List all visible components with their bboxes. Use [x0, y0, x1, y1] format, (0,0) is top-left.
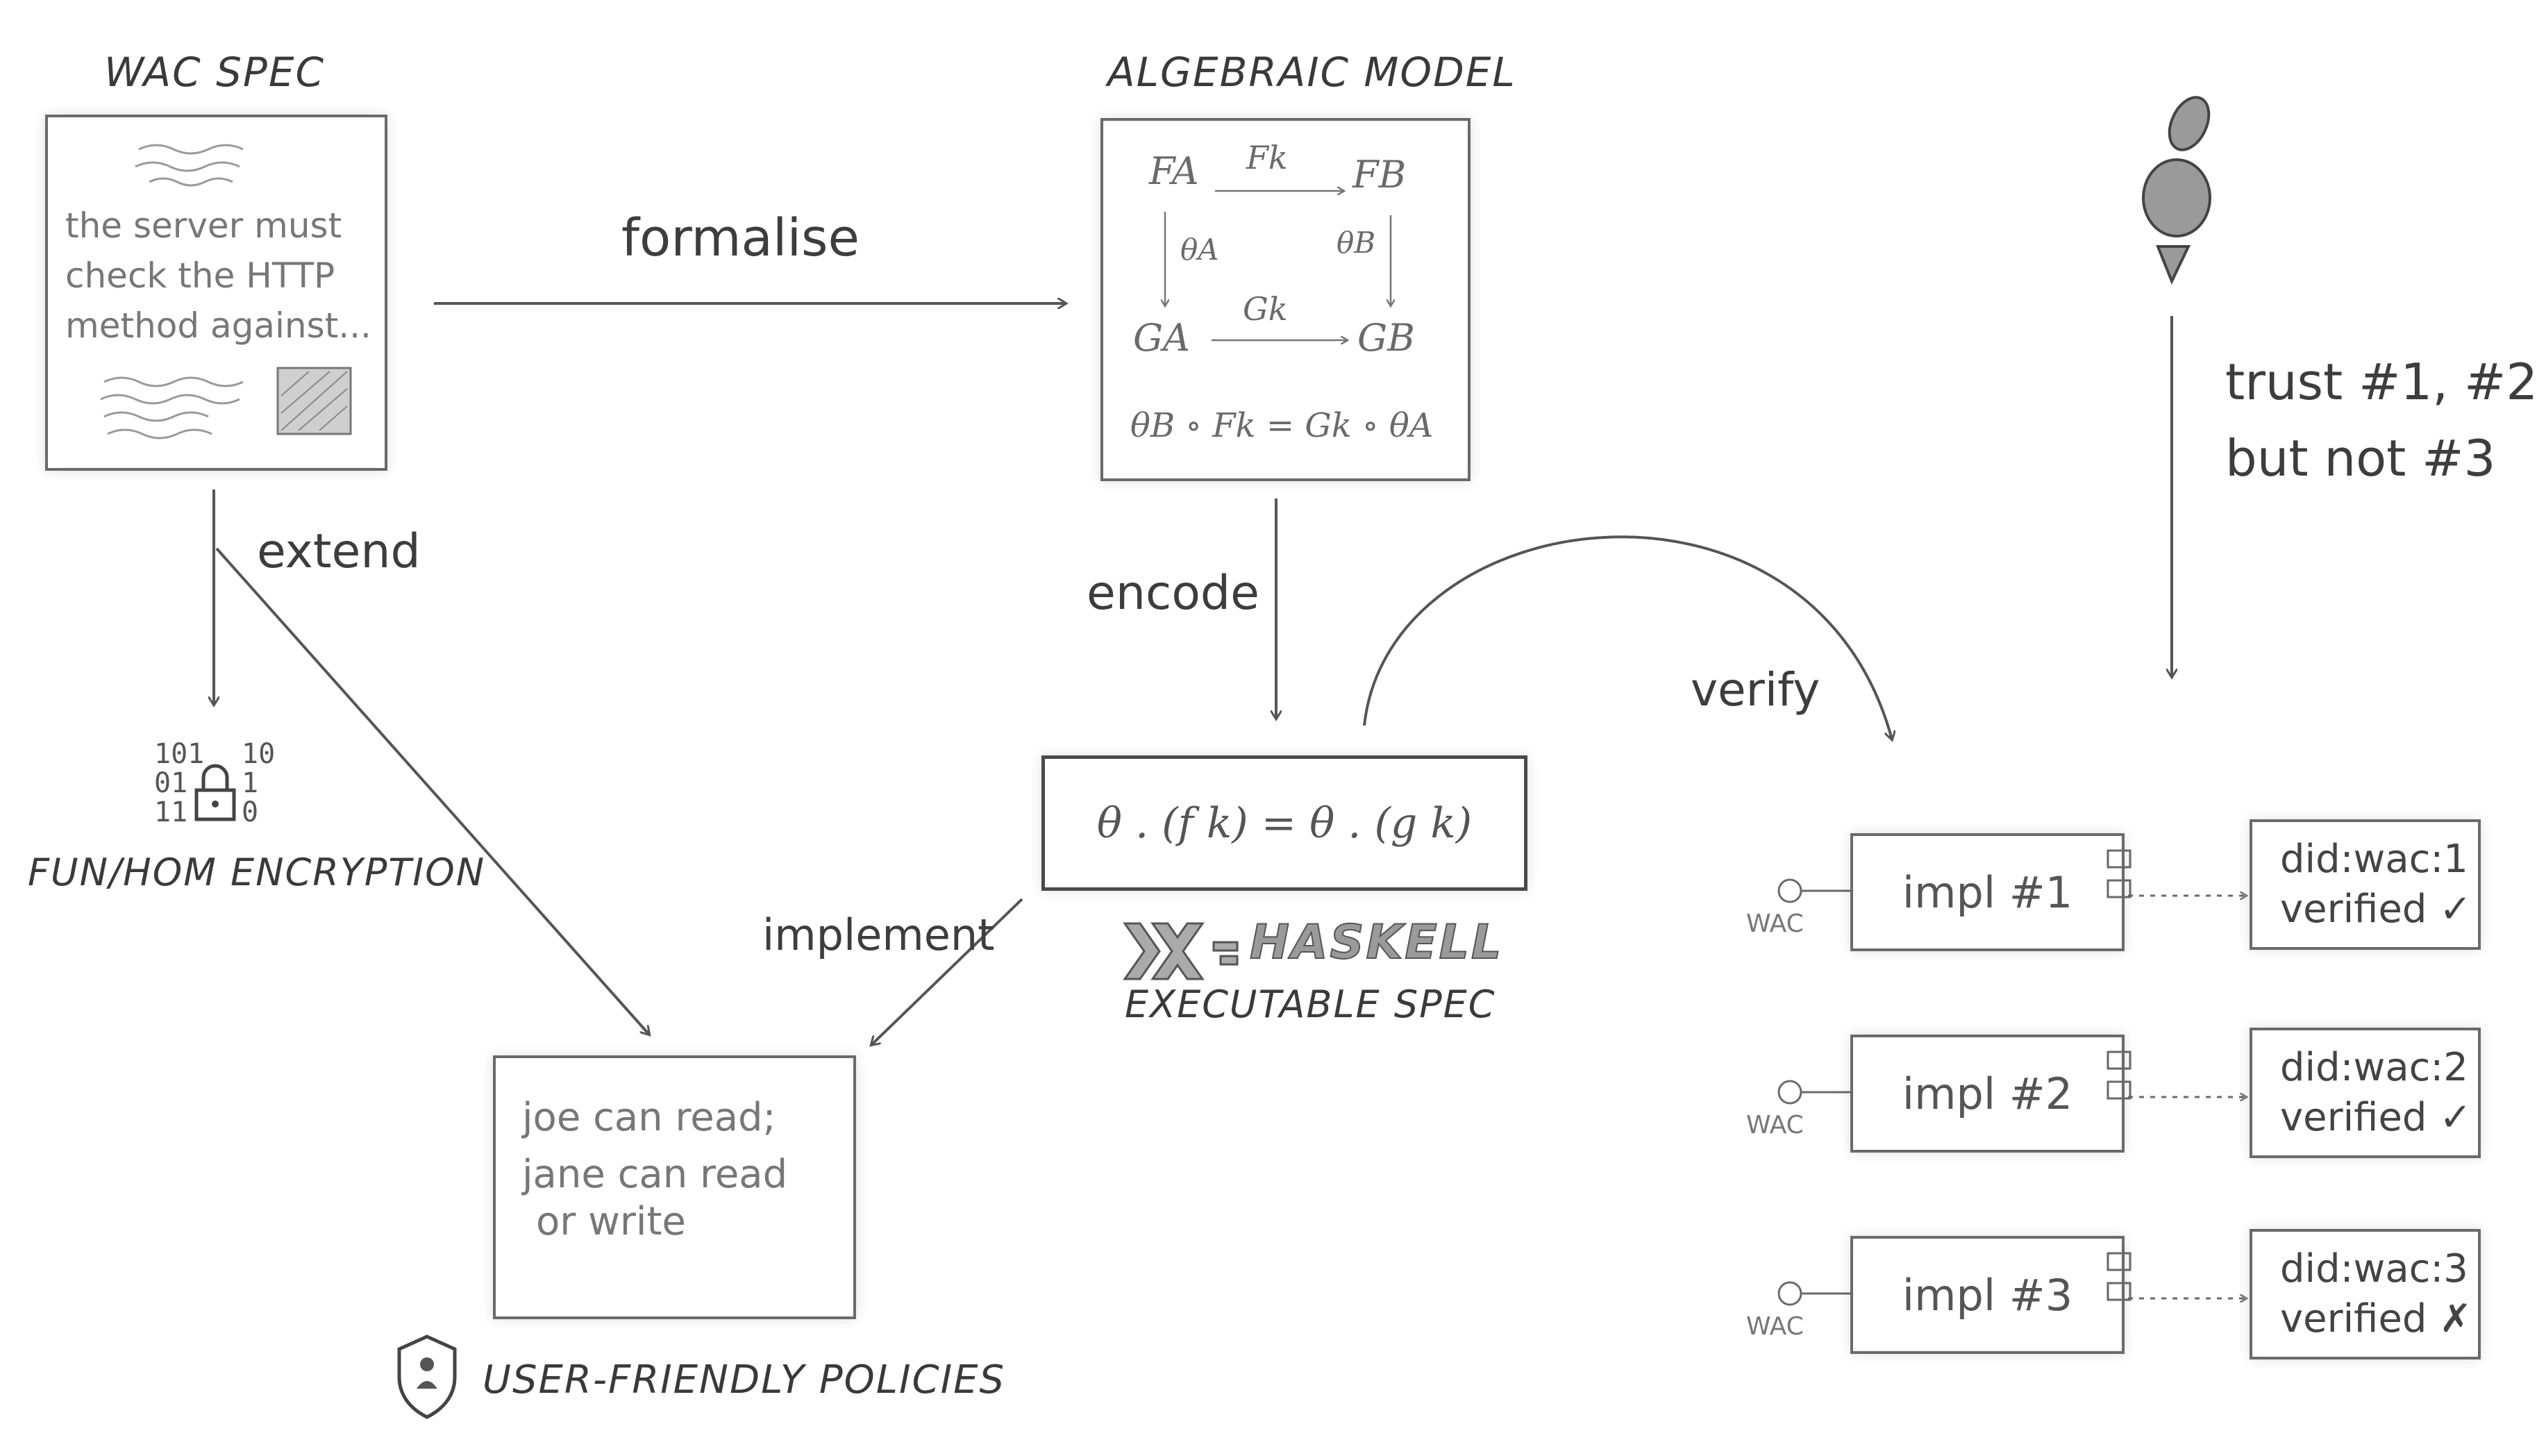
- node-ga: GA: [1133, 316, 1191, 360]
- arrow-label-theta-a: θA: [1180, 233, 1219, 267]
- verification-status: verified ✓: [2280, 1095, 2472, 1140]
- extend-diagonal-arrow: [215, 547, 649, 1035]
- impl-3-graphics: [1777, 1252, 2246, 1306]
- impl-3-box: impl #3: [1850, 1236, 2125, 1354]
- bits-row: 0: [242, 796, 259, 828]
- impl-2-name: impl #2: [1902, 1068, 2073, 1119]
- policies-text: joe can read; jane can read or write: [522, 1089, 787, 1250]
- shield-icon: [397, 1334, 457, 1419]
- trust-note: trust #1, #2 but not #3: [2225, 344, 2538, 496]
- trust-line: but not #3: [2225, 429, 2496, 487]
- bits-row: 101: [154, 738, 205, 770]
- node-fa: FA: [1149, 149, 1199, 193]
- impl-1-verification: did:wac:1 verified ✓: [2280, 835, 2472, 935]
- node-fb: FB: [1352, 153, 1407, 196]
- lock-icon: [194, 764, 236, 821]
- wac-spec-line: the server must: [65, 206, 342, 246]
- impl-1-graphics: [1777, 849, 2246, 903]
- executable-spec-label: EXECUTABLE SPEC: [1125, 982, 1496, 1026]
- formalise-label: formalise: [621, 208, 860, 268]
- haskell-logo-text: HASKELL: [1249, 914, 1504, 971]
- implement-label: implement: [762, 910, 995, 960]
- wac-spec-sketch: [276, 367, 352, 435]
- executable-spec-box: θ . (f k) = θ . (g k): [1041, 755, 1527, 891]
- impl-2-verification: did:wac:2 verified ✓: [2280, 1043, 2472, 1143]
- policies-label: USER-FRIENDLY POLICIES: [483, 1357, 1006, 1403]
- node-gb: GB: [1357, 316, 1415, 360]
- haskell-logo-icon: [1123, 922, 1239, 980]
- encryption-label: FUN/HOM ENCRYPTION: [28, 851, 486, 894]
- verification-status: verified ✓: [2280, 887, 2472, 932]
- did-label: did:wac:1: [2280, 837, 2468, 882]
- policy-line: joe can read;: [522, 1095, 776, 1140]
- wac-spec-text: the server must check the HTTP method ag…: [65, 201, 378, 351]
- impl-1-name: impl #1: [1902, 867, 2073, 918]
- wac-spec-scribbles: [100, 144, 244, 440]
- arrow-label-fk: Fk: [1246, 139, 1288, 176]
- encryption-bits-right: 10 1 0: [242, 739, 275, 827]
- did-label: did:wac:3: [2280, 1246, 2468, 1291]
- bits-row: 10: [242, 738, 276, 770]
- verification-status: verified ✗: [2280, 1296, 2472, 1341]
- did-label: did:wac:2: [2280, 1045, 2468, 1090]
- policies-box: joe can read; jane can read or write: [493, 1055, 856, 1319]
- impl-3-verification-box: did:wac:3 verified ✗: [2250, 1229, 2481, 1359]
- verify-arc: [1363, 535, 1892, 739]
- algebraic-model-title: ALGEBRAIC MODEL: [1107, 49, 1516, 96]
- impl-3-verification: did:wac:3 verified ✗: [2280, 1244, 2472, 1344]
- implement-arrow: [871, 898, 1023, 1045]
- wac-spec-line: method against...: [65, 306, 371, 346]
- executable-formula: θ . (f k) = θ . (g k): [1096, 798, 1473, 848]
- algebraic-model-box: [1100, 118, 1471, 481]
- wac-spec-title: WAC SPEC: [104, 49, 326, 96]
- person-icon: [2142, 96, 2211, 285]
- naturality-equation: θB ∘ Fk = Gk ∘ θA: [1130, 406, 1434, 445]
- extend-label: extend: [257, 524, 421, 579]
- verify-label: verify: [1691, 663, 1820, 717]
- wac-spec-line: check the HTTP: [65, 256, 335, 296]
- trust-line: trust #1, #2: [2225, 353, 2538, 411]
- encode-label: encode: [1087, 566, 1259, 621]
- impl-3-interface-label: WAC: [1746, 1312, 1804, 1341]
- impl-2-graphics: [1777, 1051, 2246, 1105]
- arrow-label-gk: Gk: [1243, 290, 1288, 328]
- policy-line: jane can read: [522, 1152, 788, 1197]
- wac-spec-box: the server must check the HTTP method ag…: [45, 115, 387, 471]
- encryption-bits-left: 101 01 11: [154, 739, 204, 827]
- impl-1-interface-label: WAC: [1746, 910, 1804, 938]
- impl-1-box: impl #1: [1850, 833, 2125, 951]
- bits-row: 1: [242, 767, 259, 799]
- bits-row: 11: [154, 796, 188, 828]
- impl-2-box: impl #2: [1850, 1035, 2125, 1153]
- impl-2-verification-box: did:wac:2 verified ✓: [2250, 1028, 2481, 1158]
- policy-line: or write: [536, 1199, 686, 1244]
- arrow-label-theta-b: θB: [1337, 226, 1376, 260]
- impl-2-interface-label: WAC: [1746, 1111, 1804, 1139]
- impl-3-name: impl #3: [1902, 1269, 2073, 1321]
- bits-row: 01: [154, 767, 188, 799]
- impl-1-verification-box: did:wac:1 verified ✓: [2250, 819, 2481, 950]
